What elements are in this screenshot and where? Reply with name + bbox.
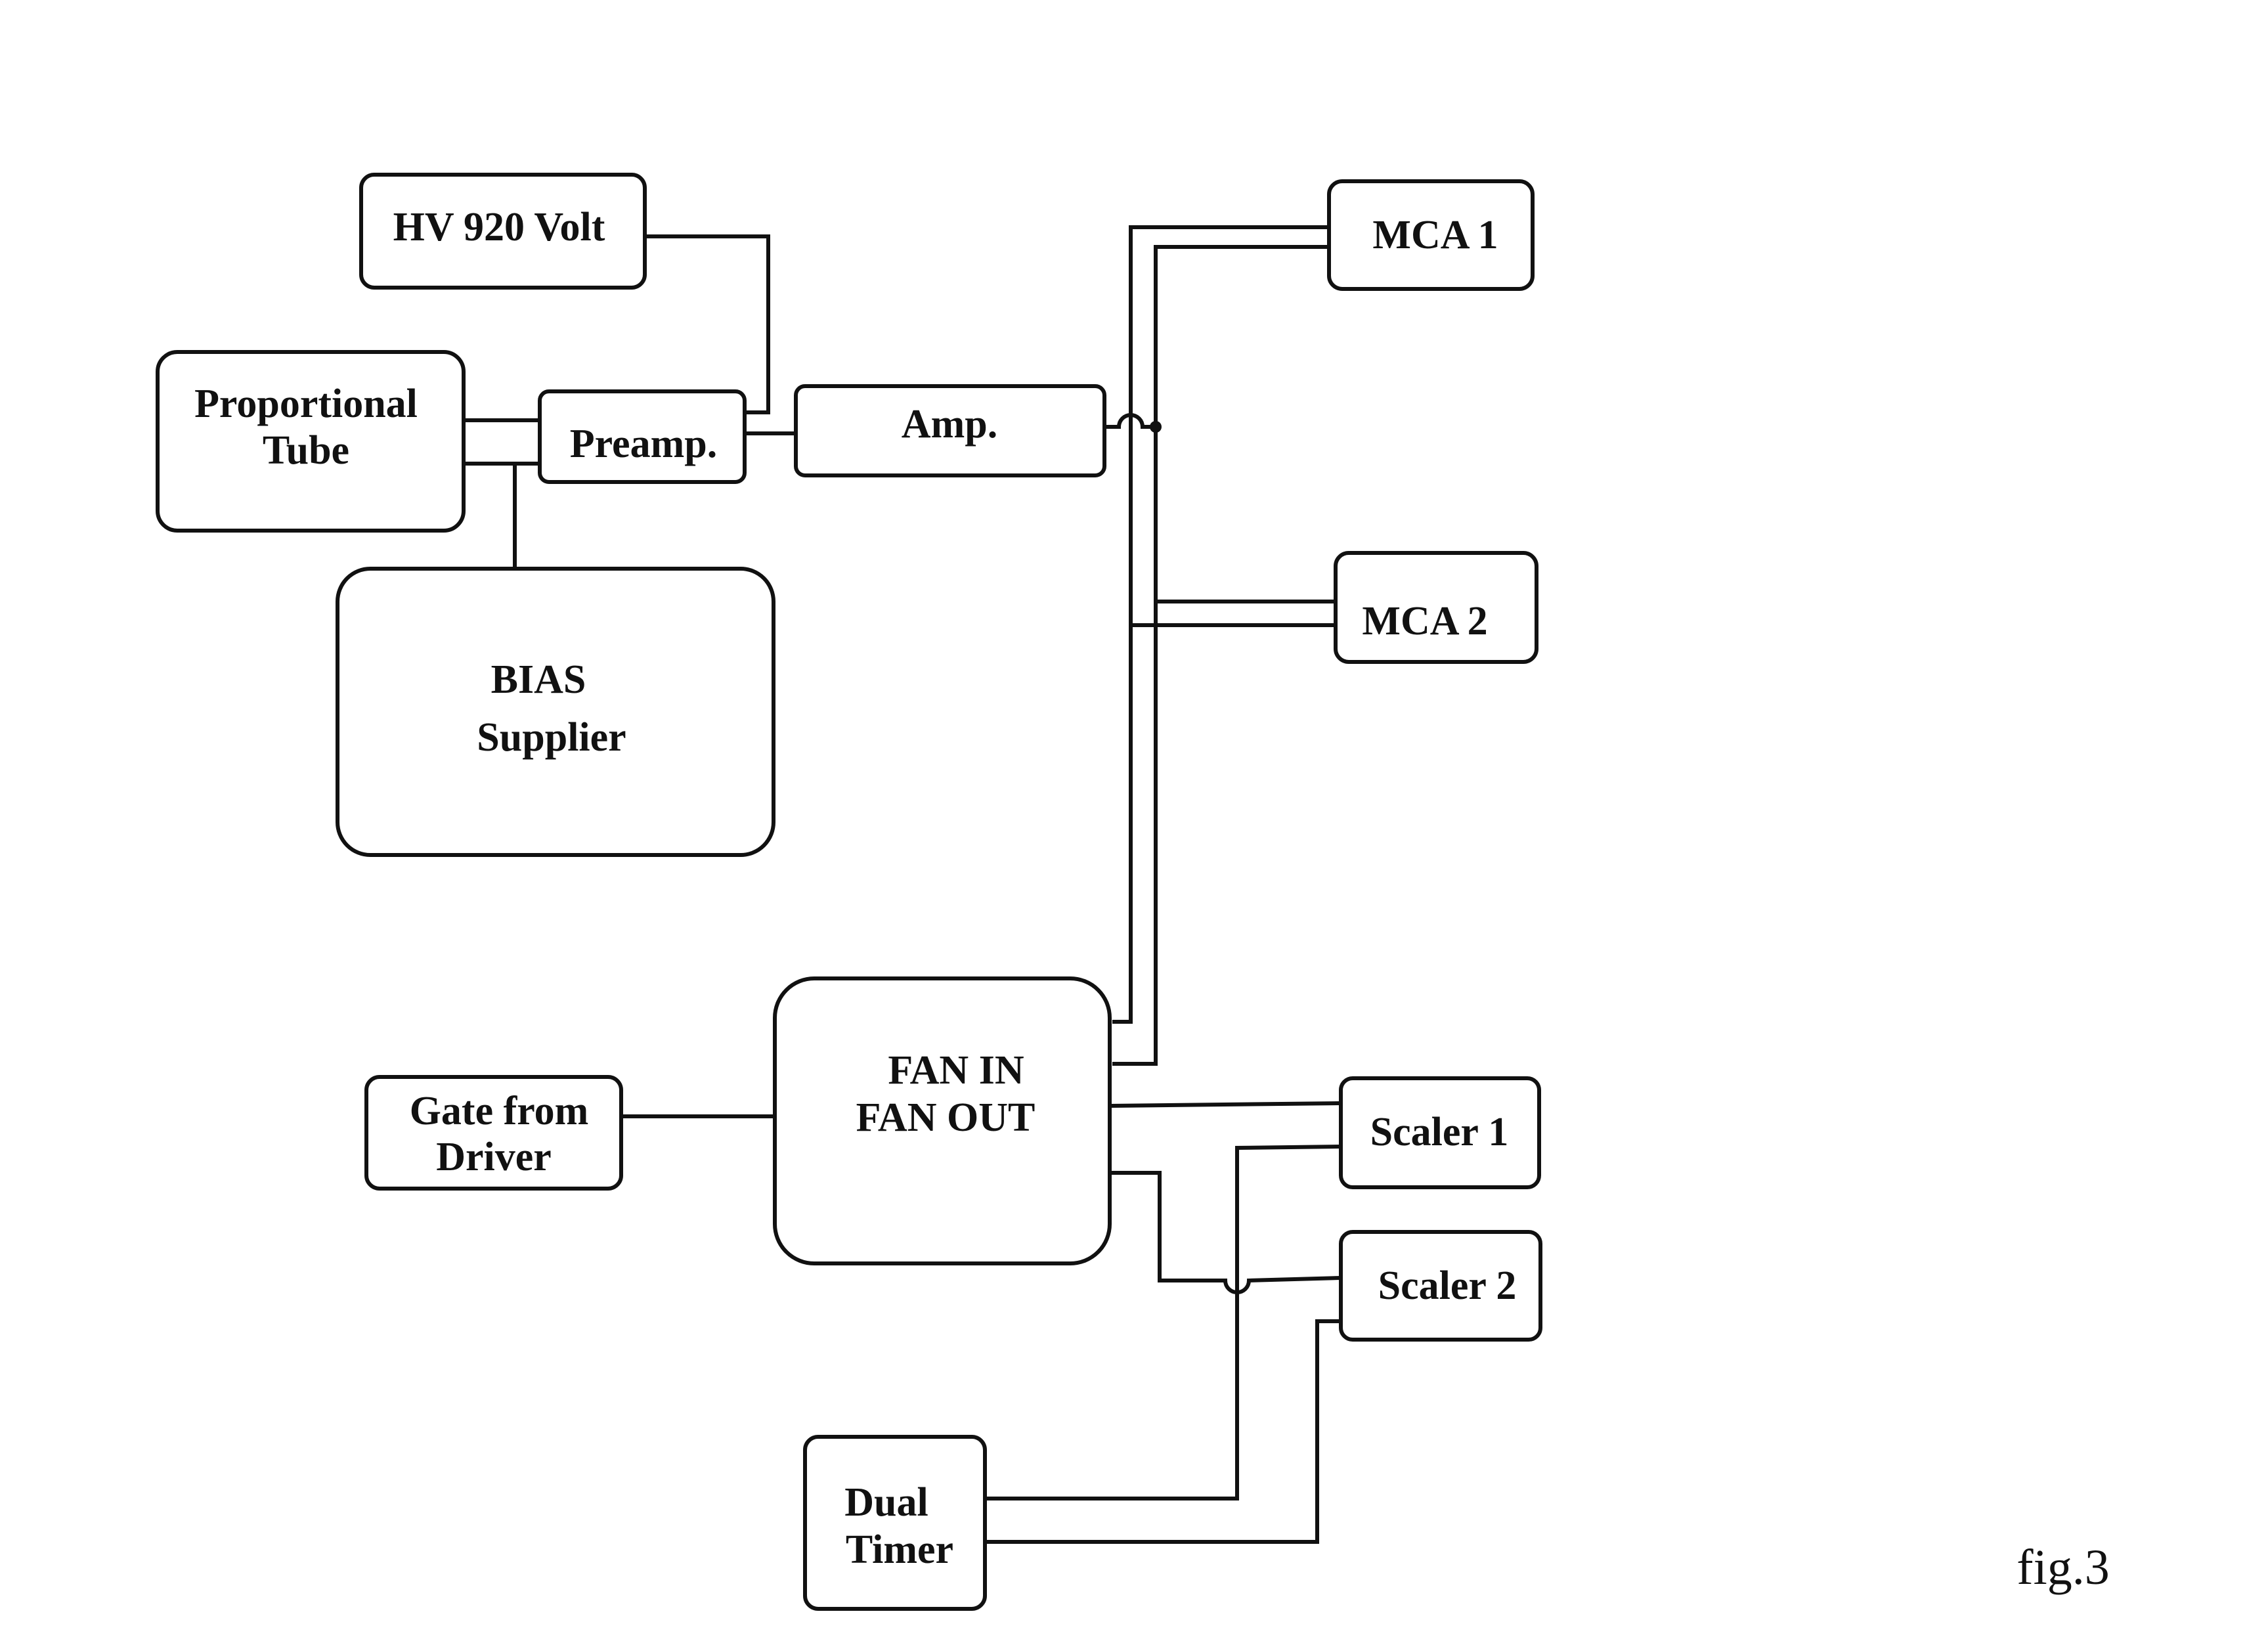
preamp-block: Preamp.	[538, 389, 747, 484]
mca1-label: MCA 1	[1372, 213, 1498, 257]
wire-timer-scaler2	[985, 1319, 1341, 1544]
amp-block: Amp.	[794, 384, 1106, 477]
bias-supplier-block: BIAS Supplier	[336, 567, 775, 857]
dual-timer-block: Dual Timer	[803, 1435, 987, 1611]
junction-dot	[1150, 421, 1162, 433]
figure-label: fig.3	[2017, 1540, 2109, 1595]
timer-label-line1: Dual	[844, 1480, 928, 1525]
hv-block: HV 920 Volt	[359, 173, 647, 290]
gate-label-line1: Gate from	[410, 1089, 589, 1133]
bias-label-line2: Supplier	[477, 715, 626, 760]
scaler1-label: Scaler 1	[1370, 1110, 1509, 1154]
scaler2-label: Scaler 2	[1378, 1263, 1517, 1308]
fan-in-fan-out-block: FAN IN FAN OUT	[773, 976, 1112, 1265]
gate-label-line2: Driver	[436, 1135, 552, 1179]
bias-label-line1: BIAS	[491, 657, 586, 702]
amp-label: Amp.	[902, 402, 997, 447]
wire-fan-scaler1	[1109, 1101, 1341, 1108]
mca1-block: MCA 1	[1327, 179, 1535, 291]
fan-label-line2: FAN OUT	[856, 1095, 1036, 1140]
timer-label-line2: Timer	[846, 1527, 953, 1572]
mca2-label: MCA 2	[1362, 599, 1487, 644]
wire-fan-scaler2	[1110, 1171, 1341, 1294]
mca2-block: MCA 2	[1334, 551, 1538, 664]
wire-bus-inner	[1112, 245, 1329, 1066]
tube-label-line1: Proportional	[194, 382, 418, 426]
hv-label: HV 920 Volt	[393, 205, 605, 250]
proportional-tube-block: Proportional Tube	[156, 350, 466, 533]
preamp-label: Preamp.	[570, 422, 717, 466]
gate-from-driver-block: Gate from Driver	[364, 1075, 623, 1191]
wire-timer-scaler1	[985, 1145, 1341, 1501]
scaler1-block: Scaler 1	[1339, 1076, 1541, 1189]
connections	[464, 225, 1341, 1544]
scaler2-block: Scaler 2	[1339, 1230, 1542, 1342]
fan-label-line1: FAN IN	[888, 1048, 1024, 1093]
tube-label-line2: Tube	[263, 428, 349, 473]
